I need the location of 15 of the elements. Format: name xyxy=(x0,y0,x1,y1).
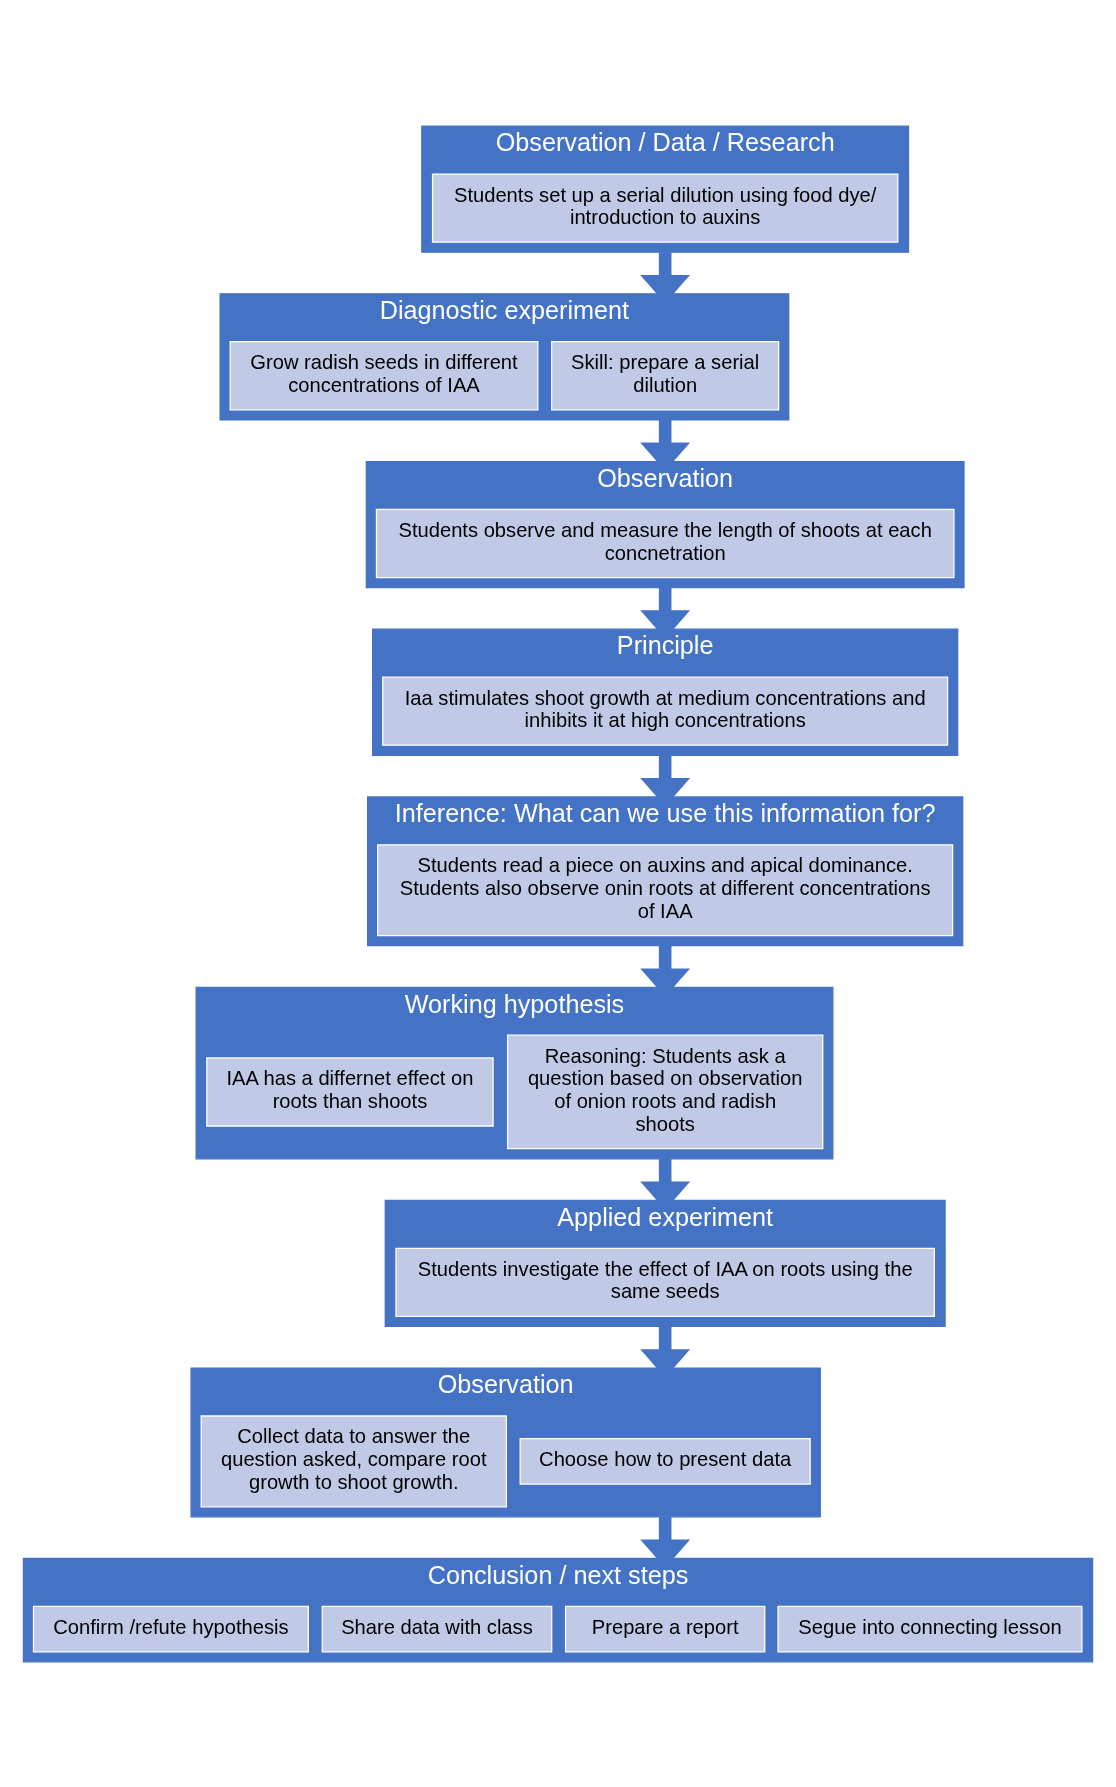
node-box: Grow radish seeds in different concentrations of IAA xyxy=(229,340,539,410)
node-box: Share data with class xyxy=(321,1605,553,1652)
node-box: Confirm /refute hypothesis xyxy=(32,1605,309,1652)
node-box: Collect data to answer the question asked, compare root growth to shoot growth. xyxy=(200,1414,507,1507)
node-box: Students observe and measure the length of shoots at each concnetration xyxy=(375,508,955,578)
node-box: Skill: prepare a serial dilution xyxy=(551,340,780,410)
node-box: Reasoning: Students ask a question based on observation of onion roots and radish shoots xyxy=(506,1034,824,1149)
node-box: IAA has a differnet effect on roots than shoots xyxy=(206,1056,494,1127)
node-box: Prepare a report xyxy=(564,1605,766,1652)
node-box: Iaa stimulates shoot growth at medium concentrations and inhibits it at high concentrations xyxy=(382,676,949,746)
node-box: Segue into connecting lesson xyxy=(777,1605,1083,1652)
node-box: Students read a piece on auxins and apical dominance. Students also observe onin roots at different concentrations of IAA xyxy=(377,843,954,936)
node-box: Students set up a serial dilution using food dye/ introduction to auxins xyxy=(431,172,899,243)
node-box: Students investigate the effect of IAA on roots using the same seeds xyxy=(395,1247,935,1317)
node-box: Choose how to present data xyxy=(519,1437,811,1485)
